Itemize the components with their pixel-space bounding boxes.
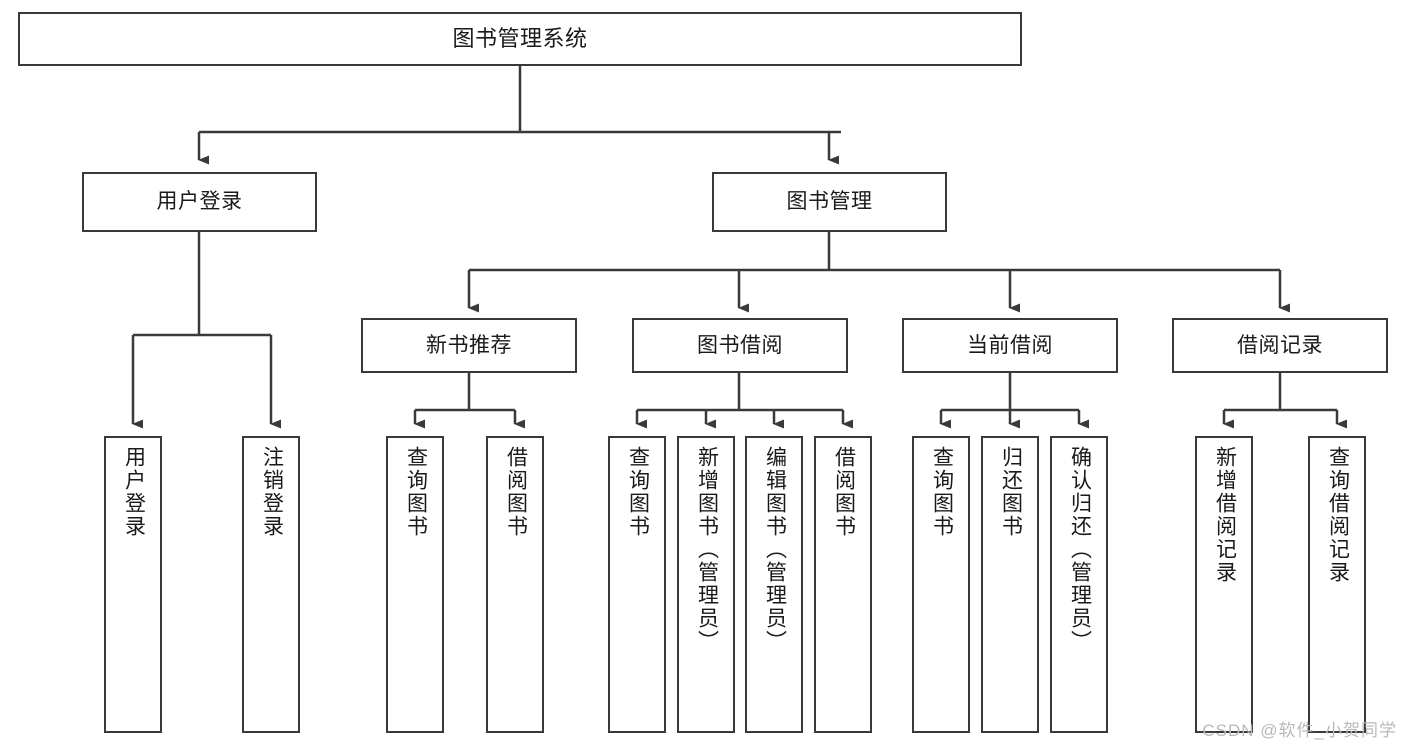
node-leaf-user-login[interactable]: 用户登录 — [104, 436, 162, 733]
node-leaf-query-book-1[interactable]: 查询图书 — [386, 436, 444, 733]
node-leaf-borrow-book-1[interactable]: 借阅图书 — [486, 436, 544, 733]
node-book-borrow-label: 图书借阅 — [697, 333, 783, 357]
node-leaf-borrow-book-2-label: 借阅图书 — [832, 446, 856, 538]
node-leaf-user-logout[interactable]: 注销登录 — [242, 436, 300, 733]
node-new-book-recommend-label: 新书推荐 — [426, 333, 512, 357]
node-current-borrow-label: 当前借阅 — [967, 333, 1053, 357]
node-user-login[interactable]: 用户登录 — [82, 172, 317, 232]
node-leaf-query-book-1-label: 查询图书 — [404, 446, 428, 538]
node-leaf-query-book-2-label: 查询图书 — [626, 446, 650, 538]
node-leaf-borrow-book-1-label: 借阅图书 — [504, 446, 528, 538]
node-leaf-add-record-label: 新增借阅记录 — [1213, 446, 1237, 584]
node-book-manage-label: 图书管理 — [786, 190, 873, 214]
node-leaf-edit-book-label: 编辑图书（管理员） — [763, 446, 787, 653]
node-user-login-label: 用户登录 — [156, 190, 243, 214]
node-leaf-edit-book[interactable]: 编辑图书（管理员） — [745, 436, 803, 733]
node-root-label: 图书管理系统 — [452, 25, 588, 51]
node-current-borrow[interactable]: 当前借阅 — [902, 318, 1118, 373]
node-borrow-record[interactable]: 借阅记录 — [1172, 318, 1388, 373]
node-leaf-add-book[interactable]: 新增图书（管理员） — [677, 436, 735, 733]
node-leaf-borrow-book-2[interactable]: 借阅图书 — [814, 436, 872, 733]
node-leaf-query-book-3-label: 查询图书 — [930, 446, 954, 538]
node-root[interactable]: 图书管理系统 — [18, 12, 1022, 66]
node-leaf-user-logout-label: 注销登录 — [260, 446, 284, 538]
node-borrow-record-label: 借阅记录 — [1237, 333, 1323, 357]
node-leaf-query-record[interactable]: 查询借阅记录 — [1308, 436, 1366, 733]
node-leaf-query-book-2[interactable]: 查询图书 — [608, 436, 666, 733]
node-book-borrow[interactable]: 图书借阅 — [632, 318, 848, 373]
node-leaf-confirm-return-label: 确认归还（管理员） — [1068, 446, 1092, 653]
node-leaf-query-record-label: 查询借阅记录 — [1326, 446, 1350, 584]
node-book-manage[interactable]: 图书管理 — [712, 172, 947, 232]
node-leaf-add-book-label: 新增图书（管理员） — [695, 446, 719, 653]
node-leaf-return-book[interactable]: 归还图书 — [981, 436, 1039, 733]
node-leaf-query-book-3[interactable]: 查询图书 — [912, 436, 970, 733]
node-leaf-add-record[interactable]: 新增借阅记录 — [1195, 436, 1253, 733]
node-leaf-return-book-label: 归还图书 — [999, 446, 1023, 538]
node-leaf-confirm-return[interactable]: 确认归还（管理员） — [1050, 436, 1108, 733]
node-new-book-recommend[interactable]: 新书推荐 — [361, 318, 577, 373]
node-leaf-user-login-label: 用户登录 — [122, 446, 146, 538]
